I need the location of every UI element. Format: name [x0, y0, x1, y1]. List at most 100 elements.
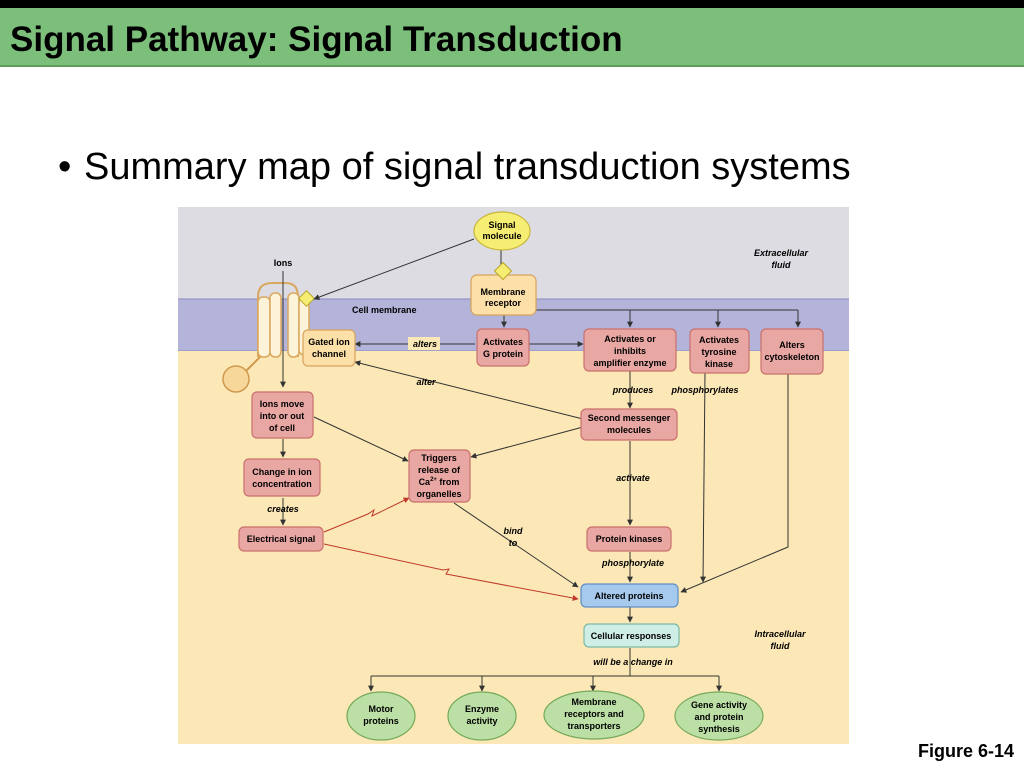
slide-title: Signal Pathway: Signal Transduction: [10, 20, 623, 59]
node-membrane-receptor: Membrane receptor: [470, 274, 537, 316]
label-to: to: [509, 538, 518, 548]
gene-line-3: synthesis: [698, 724, 740, 734]
node-activates-g-protein: Activates G protein: [476, 328, 530, 367]
tyrosine-line-2: tyrosine: [701, 347, 736, 357]
alters-label-bg: [408, 337, 440, 350]
g-protein-line-2: G protein: [483, 349, 523, 359]
transporters-line-1: Membrane: [571, 697, 616, 707]
arrow-tyrosine-to-altered: [700, 371, 707, 583]
label-phosphorylates: phosphorylates: [670, 385, 738, 395]
label-will-be-change: will be a change in: [593, 657, 673, 667]
label-alter: alter: [416, 377, 436, 387]
node-amplifier-enzyme: Activates or inhibits amplifier enzyme: [583, 328, 677, 372]
channel-binding-site: [298, 290, 315, 307]
node-electrical-signal: Electrical signal: [238, 526, 324, 552]
calcium-symbol: Ca: [419, 477, 431, 487]
label-alters: alters: [413, 339, 437, 349]
second-messenger-line-2: molecules: [607, 425, 651, 435]
top-black-bar: [0, 0, 1024, 8]
signal-molecule-line-1: Signal: [488, 220, 515, 230]
label-activate: activate: [616, 473, 650, 483]
figure-caption: Figure 6-14: [917, 741, 1014, 761]
gene-line-2: and protein: [695, 712, 744, 722]
arrow-second-to-gated: [354, 360, 584, 420]
amplifier-line-2: inhibits: [614, 346, 646, 356]
arrow-signal-to-channel: [313, 238, 475, 300]
gated-ion-channel-line-2: channel: [312, 349, 346, 359]
node-motor-proteins: Motor proteins: [346, 691, 416, 741]
cell-membrane-label: Cell membrane: [352, 305, 417, 315]
motor-line-2: proteins: [363, 716, 399, 726]
ion-concentration-line-2: concentration: [252, 479, 312, 489]
label-bind: bind: [504, 526, 523, 536]
node-enzyme-activity: Enzyme activity: [447, 691, 517, 741]
connectors: [280, 238, 801, 692]
bullet-dot: •: [58, 146, 72, 188]
cytoskeleton-line-1: Alters: [779, 340, 805, 350]
ion-channel-graphic: [222, 282, 310, 393]
gene-line-1: Gene activity: [691, 700, 747, 710]
label-phosphorylate: phosphorylate: [601, 558, 664, 568]
altered-proteins-label: Altered proteins: [594, 591, 663, 601]
triggers-line-2: release of: [418, 465, 461, 475]
extracellular-label-1: Extracellular: [754, 248, 809, 258]
triggers-line-4: organelles: [416, 489, 461, 499]
node-gene-activity: Gene activity and protein synthesis: [674, 691, 764, 741]
ions-move-line-1: Ions move: [260, 399, 305, 409]
node-triggers-release: Triggers release of Ca2+ from organelles: [408, 449, 471, 503]
triggers-from: from: [437, 477, 460, 487]
arrow-second-to-triggers: [470, 426, 584, 459]
arrow-electrical-to-altered: [323, 543, 579, 601]
node-ions-move: Ions move into or out of cell: [251, 391, 314, 439]
node-altered-proteins: Altered proteins: [580, 583, 679, 608]
arrow-ionsmove-to-triggers: [313, 416, 409, 462]
tyrosine-line-3: kinase: [705, 359, 733, 369]
bullet-item: • Summary map of signal transduction syst…: [58, 148, 851, 186]
transporters-line-3: transporters: [567, 721, 620, 731]
cytoskeleton-line-2: cytoskeleton: [764, 352, 819, 362]
cellular-responses-label: Cellular responses: [591, 631, 672, 641]
ion-concentration-line-1: Change in ion: [252, 467, 312, 477]
node-alters-cytoskeleton: Alters cytoskeleton: [760, 328, 824, 375]
title-bar: Signal Pathway: Signal Transduction: [0, 8, 1024, 67]
transporters-line-2: receptors and: [564, 709, 624, 719]
enzyme-line-2: activity: [466, 716, 497, 726]
gated-ion-channel-line-1: Gated ion: [308, 337, 350, 347]
node-membrane-receptors-transporters: Membrane receptors and transporters: [543, 690, 645, 740]
electrical-signal-label: Electrical signal: [247, 534, 316, 544]
g-protein-line-1: Activates: [483, 337, 523, 347]
signal-molecule-line-2: molecule: [482, 231, 521, 241]
protein-kinases-label: Protein kinases: [596, 534, 663, 544]
triggers-line-1: Triggers: [421, 453, 457, 463]
ions-move-line-3: of cell: [269, 423, 295, 433]
node-second-messenger: Second messenger molecules: [580, 408, 678, 441]
node-tyrosine-kinase: Activates tyrosine kinase: [689, 328, 750, 374]
membrane-receptor-line-2: receptor: [485, 298, 522, 308]
second-messenger-line-1: Second messenger: [588, 413, 671, 423]
amplifier-line-3: amplifier enzyme: [593, 358, 666, 368]
node-cellular-responses: Cellular responses: [583, 623, 680, 648]
motor-line-1: Motor: [369, 704, 394, 714]
membrane-receptor-line-1: Membrane: [480, 287, 525, 297]
extracellular-label-2: fluid: [772, 260, 791, 270]
label-produces: produces: [612, 385, 654, 395]
arrow-electrical-to-triggers: [323, 497, 410, 533]
receptor-binding-site: [493, 261, 513, 281]
node-gated-ion-channel: Gated ion channel: [302, 329, 356, 367]
intracellular-label-1: Intracellular: [754, 629, 806, 639]
ions-label: Ions: [274, 258, 293, 268]
arrow-triggers-to-altered: [453, 502, 579, 588]
label-creates: creates: [267, 504, 299, 514]
arrow-cytoskeleton-to-altered: [680, 373, 789, 593]
calcium-charge: 2+: [430, 477, 437, 483]
bullet-text: Summary map of signal transduction syste…: [84, 146, 851, 188]
intracellular-label-2: fluid: [771, 641, 790, 651]
node-ion-concentration: Change in ion concentration: [243, 458, 321, 497]
tyrosine-line-1: Activates: [699, 335, 739, 345]
signal-transduction-diagram: Extracellular fluid Cell membrane Intrac…: [178, 207, 849, 744]
amplifier-line-1: Activates or: [604, 334, 656, 344]
node-protein-kinases: Protein kinases: [586, 526, 672, 552]
node-signal-molecule: Signal molecule: [473, 211, 531, 251]
enzyme-line-1: Enzyme: [465, 704, 499, 714]
ions-move-line-2: into or out: [260, 411, 305, 421]
